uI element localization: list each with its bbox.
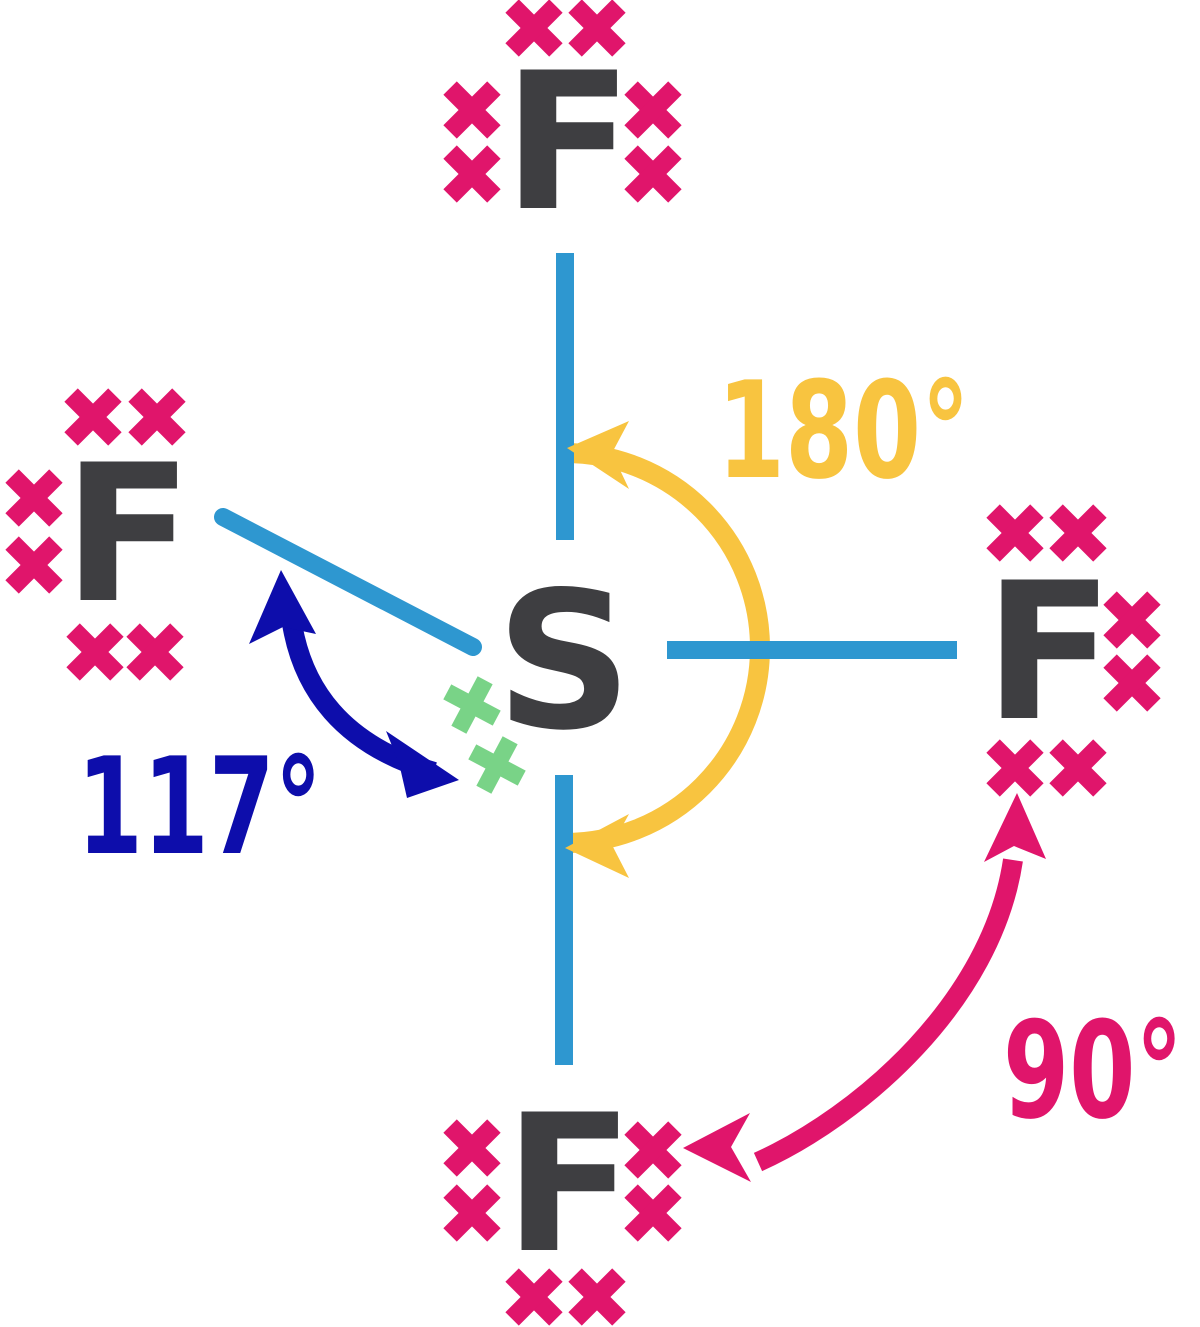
electron-cross-icon [624, 81, 682, 139]
arrowhead-90-up-icon [984, 793, 1046, 862]
atom-label-fluorine-right: F [984, 542, 1114, 763]
arrowheads [249, 421, 1046, 1182]
electron-cross-icon [443, 145, 501, 203]
angle-label-90: 90° [1003, 993, 1183, 1149]
angle-label-117: 117° [77, 729, 322, 885]
electron-cross-icon [5, 469, 63, 527]
atom-label-fluorine-bottom: F [504, 1074, 634, 1295]
arrowhead-117-up-icon [249, 570, 316, 644]
arrowhead-117-down-icon [386, 731, 459, 798]
arrowhead-90-left-icon [683, 1113, 751, 1182]
electron-cross-icon [443, 81, 501, 139]
arrowhead-180-bottom-icon [565, 814, 629, 878]
electron-cross-icon [443, 1184, 501, 1242]
electron-cross-icon [443, 1119, 501, 1177]
arrowhead-180-top-icon [567, 421, 629, 489]
bonds [214, 253, 957, 1065]
bond-s-f-left [214, 508, 482, 656]
angle-arcs [280, 443, 1023, 1172]
atom-label-sulfur: S [496, 551, 633, 772]
angle-labels: 180° 117° 90° [77, 353, 1183, 1149]
atom-label-fluorine-left: F [63, 424, 193, 645]
electron-cross-icon [5, 536, 63, 594]
angle-arc-90 [753, 858, 1023, 1172]
lone-pair-cross-icon [443, 676, 501, 734]
electron-cross-icon [624, 145, 682, 203]
atom-labels: S F F F F [63, 32, 1114, 1295]
atom-label-fluorine-top: F [503, 32, 633, 253]
angle-label-180: 180° [717, 353, 970, 509]
